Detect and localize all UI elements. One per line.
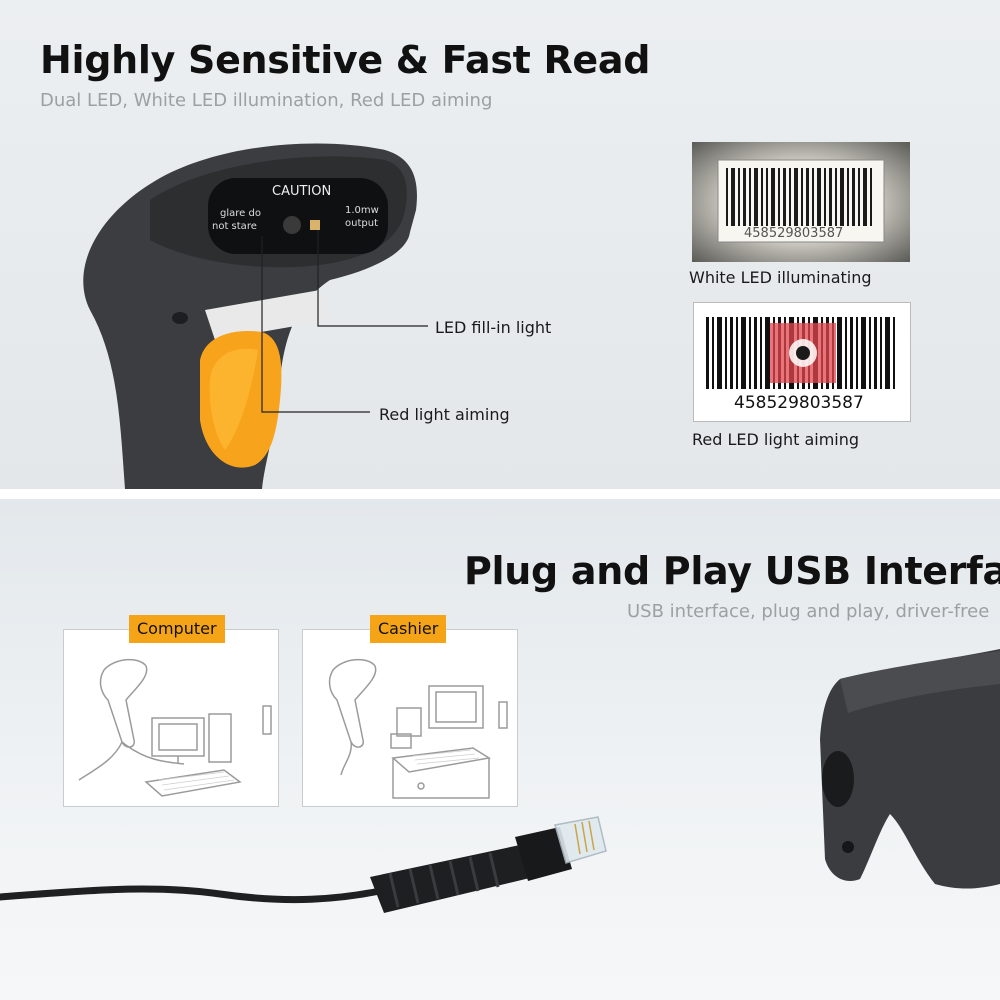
cashier-tag: Cashier — [370, 615, 447, 643]
cashier-setup-illustration — [328, 658, 508, 799]
barcode-white-led-image: 458529803587 — [692, 142, 910, 262]
barcode-red-number: 458529803587 — [734, 393, 864, 413]
scanner-output-text-2: output — [345, 218, 378, 229]
scanner-warning-text-1: glare do — [220, 208, 261, 219]
top-feature-panel: CAUTION glare do not stare 1.0mw output … — [0, 0, 1000, 489]
cashier-diagram — [302, 629, 518, 807]
barcode-red-caption: Red LED light aiming — [692, 430, 860, 449]
page-subtitle: Dual LED, White LED illumination, Red LE… — [40, 90, 493, 111]
section-title: Plug and Play USB Interface — [464, 549, 1000, 593]
scanner-warning-text-2: not stare — [212, 221, 257, 232]
section-subtitle: USB interface, plug and play, driver-fre… — [627, 601, 990, 622]
barcode-red-led-image: 458529803587 — [693, 302, 911, 422]
barcode-white-number: 458529803587 — [744, 226, 844, 241]
page-title: Highly Sensitive & Fast Read — [40, 38, 651, 82]
scanner-head-illustration — [83, 143, 428, 489]
computer-tag: Computer — [129, 615, 225, 643]
computer-setup-illustration — [78, 658, 272, 797]
bottom-feature-panel: Plug and Play USB Interface USB interfac… — [0, 499, 1000, 1000]
scanner-output-text-1: 1.0mw — [345, 205, 379, 216]
barcode-red-bars — [706, 317, 895, 389]
scanner-caution-label: CAUTION — [272, 184, 332, 199]
callout-red-light-aiming: Red light aiming — [379, 405, 510, 424]
barcode-white-caption: White LED illuminating — [689, 268, 872, 287]
barcode-white-bars — [717, 159, 885, 243]
usb-cable-illustration — [0, 649, 1000, 913]
callout-led-fill-light: LED fill-in light — [435, 318, 552, 337]
computer-diagram — [63, 629, 279, 807]
